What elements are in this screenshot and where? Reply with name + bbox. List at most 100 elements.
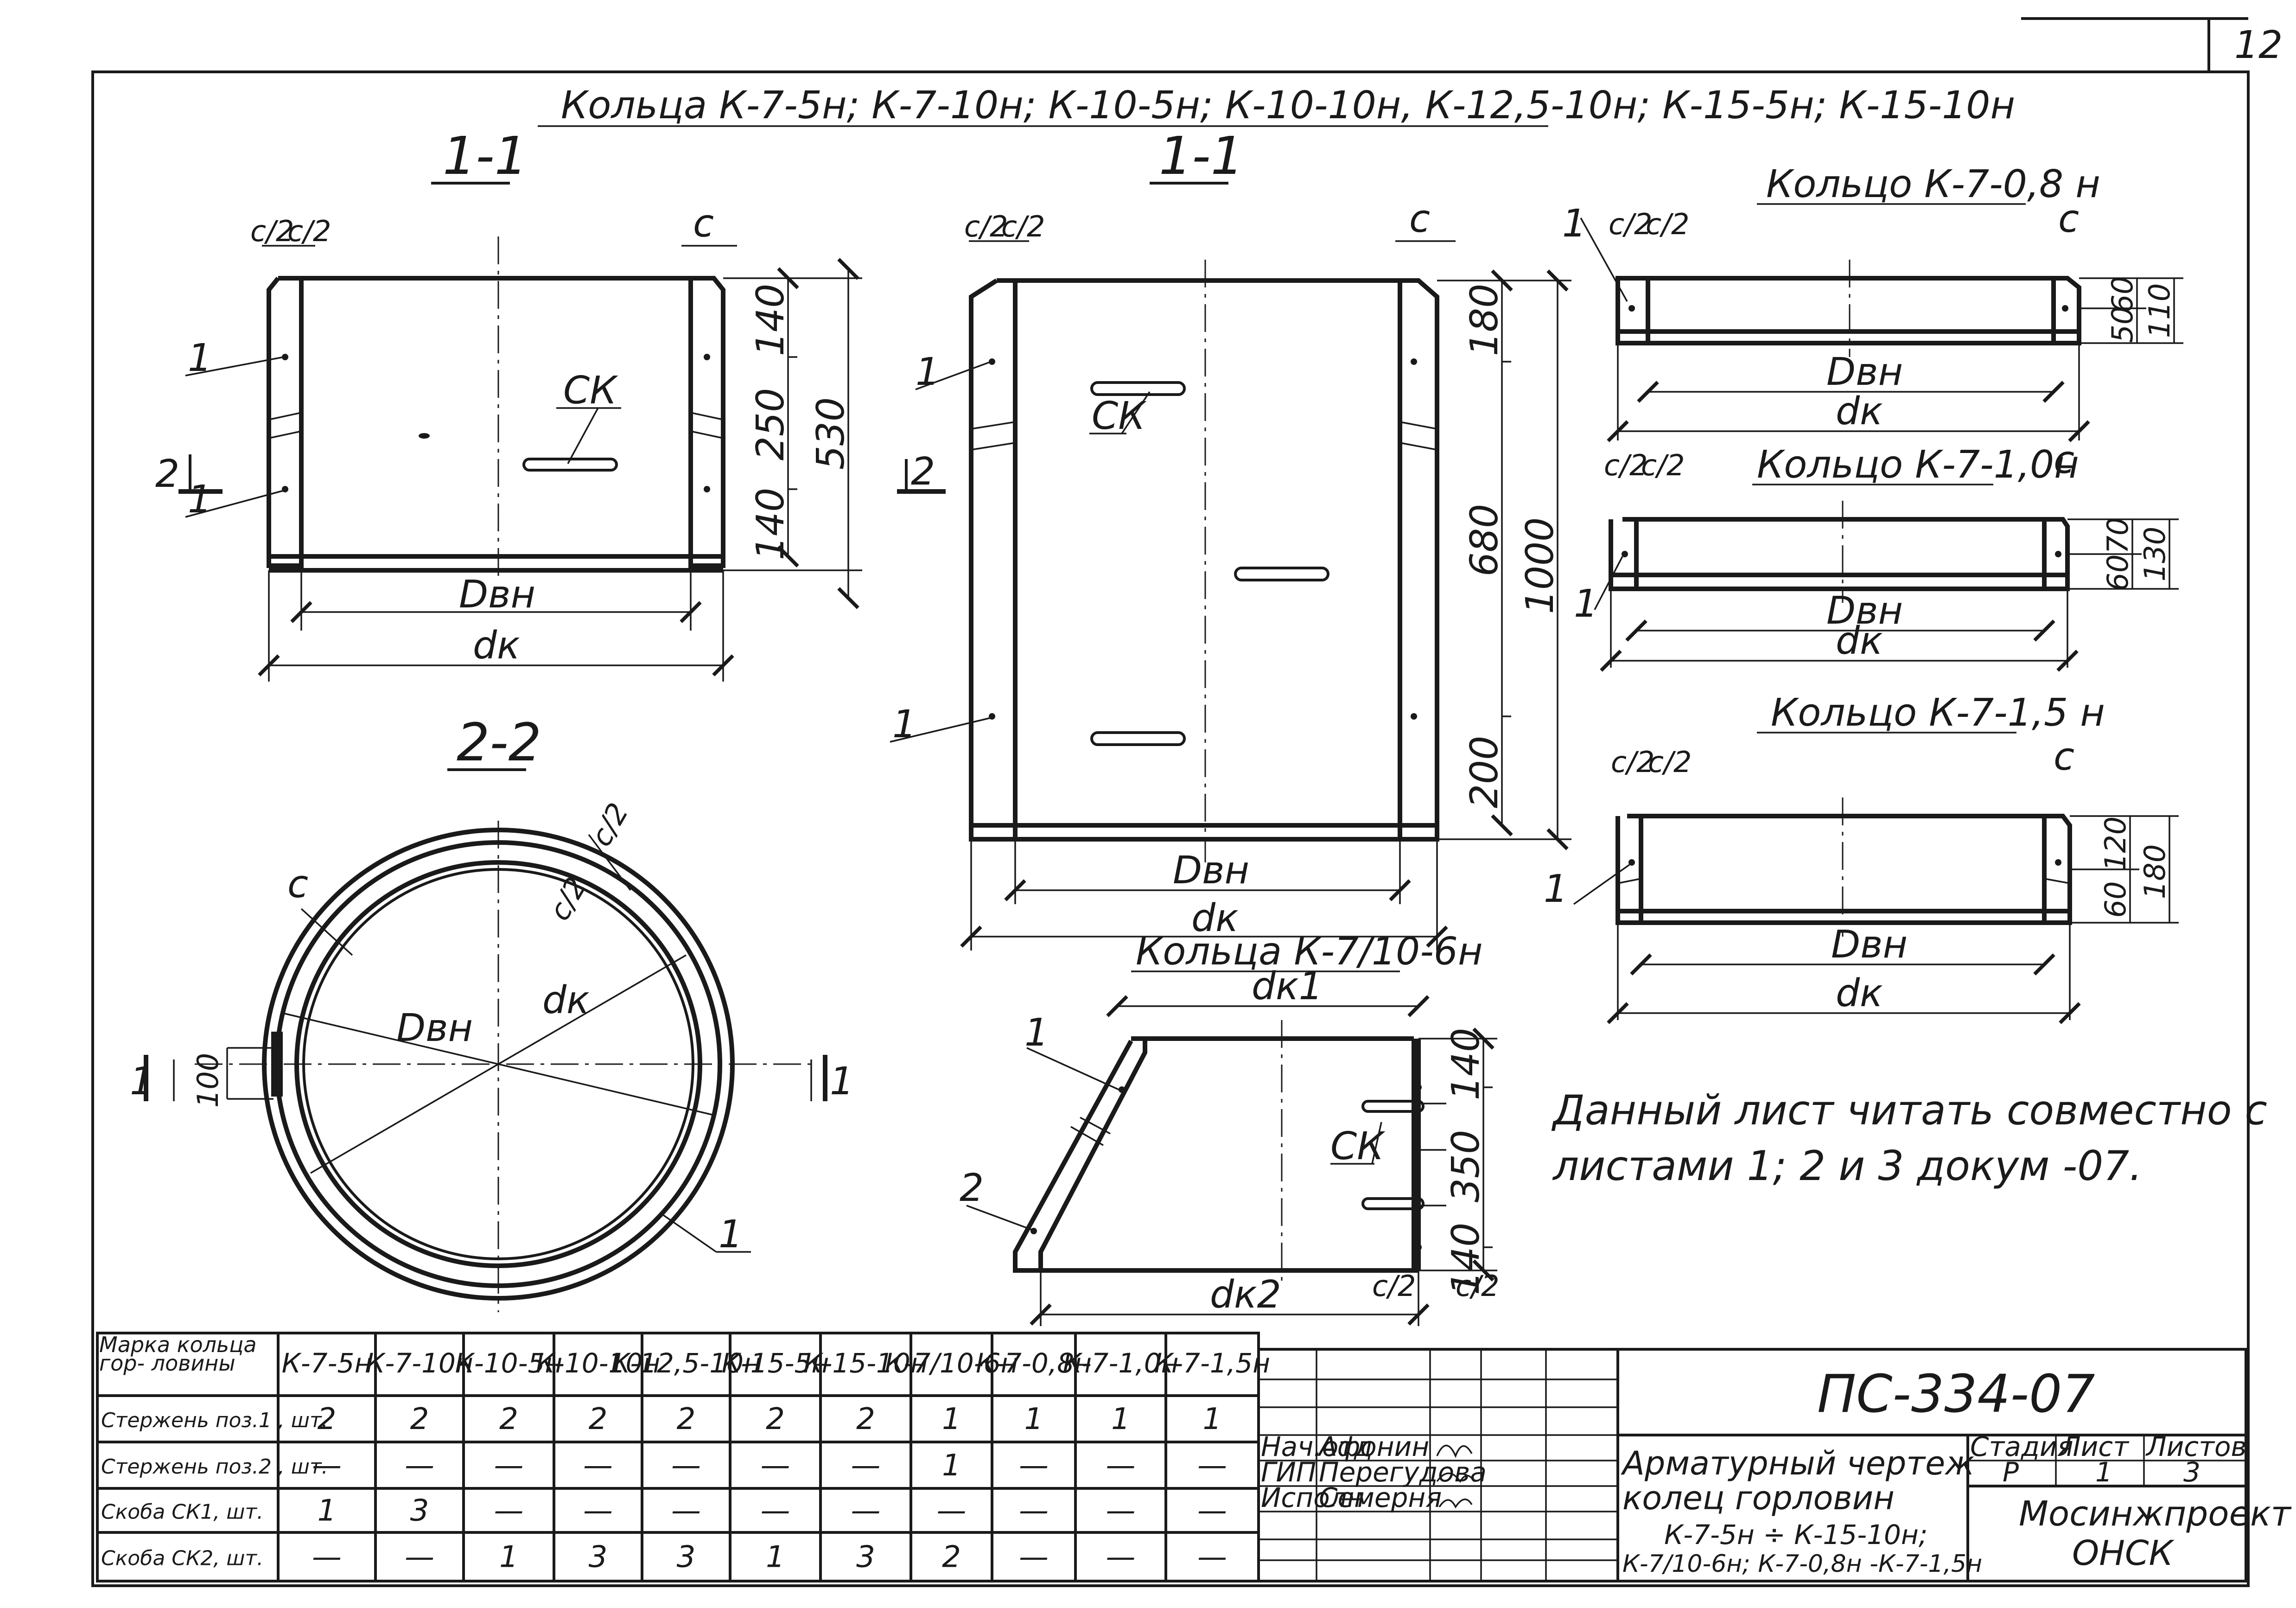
ring-0-8-section: Кольцо К-7-0,8 н с/2 с/2 с 1 60 50 110 D… (1562, 162, 2183, 442)
cut-mark-1-right: 1 (830, 1059, 854, 1104)
ring-1-0-title: Кольцо К-7-1,0н (1757, 443, 2079, 487)
spec-cell: 1 (318, 1494, 337, 1528)
spec-row-label: Стержень поз.1 , шт. (101, 1409, 328, 1432)
section-1-1-tall: 1-1 1 1 СК 2 с/2 с/2 с (890, 126, 1571, 951)
spec-cell: — (583, 1448, 613, 1483)
dim-200: 200 (1463, 736, 1507, 809)
pos1-label: 1 (719, 1212, 743, 1257)
spec-cell: — (405, 1448, 434, 1483)
c-half-label: с/2 (1641, 448, 1685, 482)
note-line-2: листами 1; 2 и 3 докум -07. (1552, 1142, 2142, 1190)
spec-cell: — (1019, 1494, 1049, 1528)
spec-column-header: К-10-10н (536, 1347, 661, 1379)
spec-column-header: К-12,5-10н (611, 1347, 761, 1379)
spec-cell: 1 (1111, 1402, 1130, 1436)
spec-cell: — (761, 1448, 790, 1483)
dim-d-inner: Dвн (1831, 923, 1908, 967)
dim-1000: 1000 (1518, 517, 1562, 614)
spec-cell: — (312, 1448, 342, 1483)
spec-column-header: К-10-5н (455, 1347, 563, 1379)
c-half-label: с/2 (1372, 1269, 1416, 1303)
c-half-label: с/2 (1604, 448, 1647, 482)
dim-60: 60 (2101, 555, 2135, 591)
drawing-title-3: К-7-5н ÷ К-15-10н; (1664, 1519, 1927, 1551)
dim-d-inner: Dвн (1173, 849, 1249, 893)
c-half-label: с/2 (1001, 210, 1045, 243)
pos1-label: 1 (1562, 202, 1586, 246)
spec-cell: — (1106, 1540, 1136, 1575)
spec-cell: 1 (942, 1402, 961, 1436)
drawing-title-4: К-7/10-6н; К-7-0,8н -К-7-1,5н (1622, 1550, 1982, 1578)
general-note: Данный лист читать совместно с листами 1… (1551, 1086, 2267, 1190)
role-executor: Исполн (1261, 1482, 1365, 1513)
spec-cell: — (761, 1494, 790, 1528)
ring-1-5-section: Кольцо К-7-1,5 н с/2 с/2 с 1 120 60 180 … (1544, 691, 2179, 1024)
spec-header-first: Марка кольца гор- ловины (99, 1335, 257, 1376)
section-1-1-short: 1-1 1 1 СК 2 с/2 с/2 с (155, 126, 862, 682)
dim-60: 60 (2105, 276, 2139, 313)
spec-cell: 2 (677, 1402, 696, 1436)
section-2-2-plan: 2-2 Dвн dк с с/2 с/2 1 100 1 1 (130, 713, 854, 1312)
spec-column-header: К-7-1,0н (1062, 1347, 1178, 1379)
sk-label: СК (563, 369, 618, 413)
c-half-label: с/2 (1609, 207, 1652, 241)
pos1-label: 1 (1574, 582, 1598, 626)
group-title: Кольца К-7-5н; К-7-10н; К-10-5н; К-10-10… (561, 83, 2015, 128)
spec-row-label: Скоба СК1, шт. (101, 1500, 263, 1524)
stage-value: Р (2003, 1456, 2019, 1488)
dim-100: 100 (191, 1053, 225, 1108)
dim-d-outer: dк (1191, 896, 1239, 940)
spec-cell: 1 (766, 1540, 785, 1575)
sheets-value: 3 (2183, 1456, 2201, 1488)
spec-column-header: К-7-1,5н (1154, 1347, 1270, 1379)
spec-cell: 2 (942, 1540, 961, 1575)
pos1-label: 1 (188, 478, 212, 522)
dim-110: 110 (2143, 283, 2176, 338)
drawing-title-2: колец горловин (1622, 1479, 1895, 1517)
dim-d-k2: dк2 (1210, 1273, 1281, 1317)
spec-cell: — (494, 1448, 524, 1483)
stage-label: Стадия (1970, 1431, 2073, 1462)
name-head: Афонин (1317, 1431, 1429, 1462)
c-half-label: с/2 (250, 214, 294, 248)
c-half-label: с/2 (1648, 745, 1692, 779)
spec-column-header: К-7/10-6н (884, 1347, 1018, 1379)
c-label: с (287, 862, 308, 906)
spec-cell: 3 (589, 1540, 608, 1575)
c-half-label: с/2 (584, 797, 635, 852)
spec-column-header: К-7-10н (366, 1347, 473, 1379)
section-1-1-tall-title: 1-1 (1159, 126, 1244, 186)
spec-cell: — (1019, 1448, 1049, 1483)
c-label: с (693, 202, 714, 246)
spec-cell: 2 (410, 1402, 429, 1436)
dim-d-outer: dк (473, 624, 520, 668)
dim-d-outer: dк (1836, 389, 1883, 434)
title-block: ПС-334-07 Нач.отд Афонин ГИП Перегудова … (1257, 1348, 2292, 1582)
pos1-label: 1 (188, 336, 212, 380)
spec-cell: 2 (318, 1402, 337, 1436)
spec-cell: — (671, 1494, 701, 1528)
spec-cell: — (851, 1448, 881, 1483)
sheet-frame: 12 (91, 17, 2283, 1587)
note-line-1: Данный лист читать совместно с (1551, 1086, 2267, 1134)
section-2-2-title: 2-2 (457, 713, 541, 773)
dim-140-bottom: 140 (749, 488, 793, 561)
dim-d-inner: Dвн (396, 1006, 473, 1050)
dim-d-inner: Dвн (1826, 350, 1903, 394)
pos1-label: 1 (892, 702, 916, 747)
dim-d-inner: Dвн (459, 573, 535, 617)
spec-cell: 2 (499, 1402, 518, 1436)
pos1-label: 1 (916, 350, 940, 394)
dim-70: 70 (2101, 517, 2135, 554)
sheets-label: Листов (2145, 1431, 2247, 1462)
signature-executor (1438, 1499, 1473, 1509)
ring-cone-section: Кольца К-7/10-6н dк1 1 2 СК 140 350 (960, 930, 1499, 1326)
spec-cell: 1 (1024, 1402, 1043, 1436)
spec-cell: — (405, 1540, 434, 1575)
c-label: с (2054, 735, 2074, 779)
spec-cell: — (1106, 1494, 1136, 1528)
c-half-label: с/2 (964, 210, 1008, 243)
spec-table: Марка кольца гор- ловины К-7-5нК-7-10нК-… (96, 1332, 1270, 1582)
spec-cell: — (583, 1494, 613, 1528)
spec-cell: — (1197, 1540, 1227, 1575)
